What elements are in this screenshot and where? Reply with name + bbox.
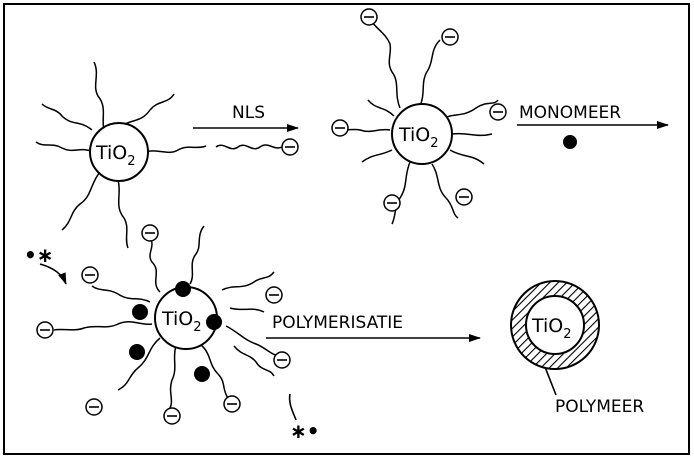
stage-1-particle: TiO2 (35, 61, 207, 249)
negative-charge-icon (36, 224, 291, 425)
initiator-mark-left: •∗ (24, 243, 54, 267)
stage-2-particle: TiO2 (331, 8, 507, 225)
negative-charge-icon (331, 8, 507, 212)
monomer-dot-icon (563, 135, 577, 149)
monomer-dot-icon (129, 281, 222, 382)
svg-text:TiO2: TiO2 (398, 124, 439, 151)
shell-label: POLYMEER (555, 397, 644, 417)
svg-text:TiO2: TiO2 (95, 142, 136, 169)
core-formula: TiO (398, 124, 430, 146)
initiator-mark-right: ∗• (290, 419, 320, 443)
tio2-core (525, 295, 585, 355)
step-1-arrow: NLS (193, 103, 299, 156)
step-3-arrow: POLYMERISATIE (266, 313, 481, 342)
svg-text:TiO2: TiO2 (161, 308, 202, 335)
core-formula: TiO (95, 142, 127, 164)
diagram-frame (3, 3, 690, 455)
step-2-label: MONOMEER (519, 103, 621, 123)
step-2-arrow: MONOMEER (517, 103, 669, 149)
core-formula: TiO (531, 315, 563, 337)
tio2-core (391, 103, 453, 165)
core-subscript: 2 (127, 154, 135, 169)
tio2-core (89, 122, 149, 182)
svg-text:TiO2: TiO2 (531, 315, 572, 342)
stage-3-particle: TiO2 •∗ ∗• (24, 224, 320, 443)
shell-leader-line (544, 366, 557, 396)
step-3-label: POLYMERISATIE (272, 313, 403, 333)
core-formula: TiO (161, 308, 193, 330)
step-1-label: NLS (232, 103, 265, 123)
stage-4-coated-particle: TiO2 POLYMEER (510, 280, 644, 417)
